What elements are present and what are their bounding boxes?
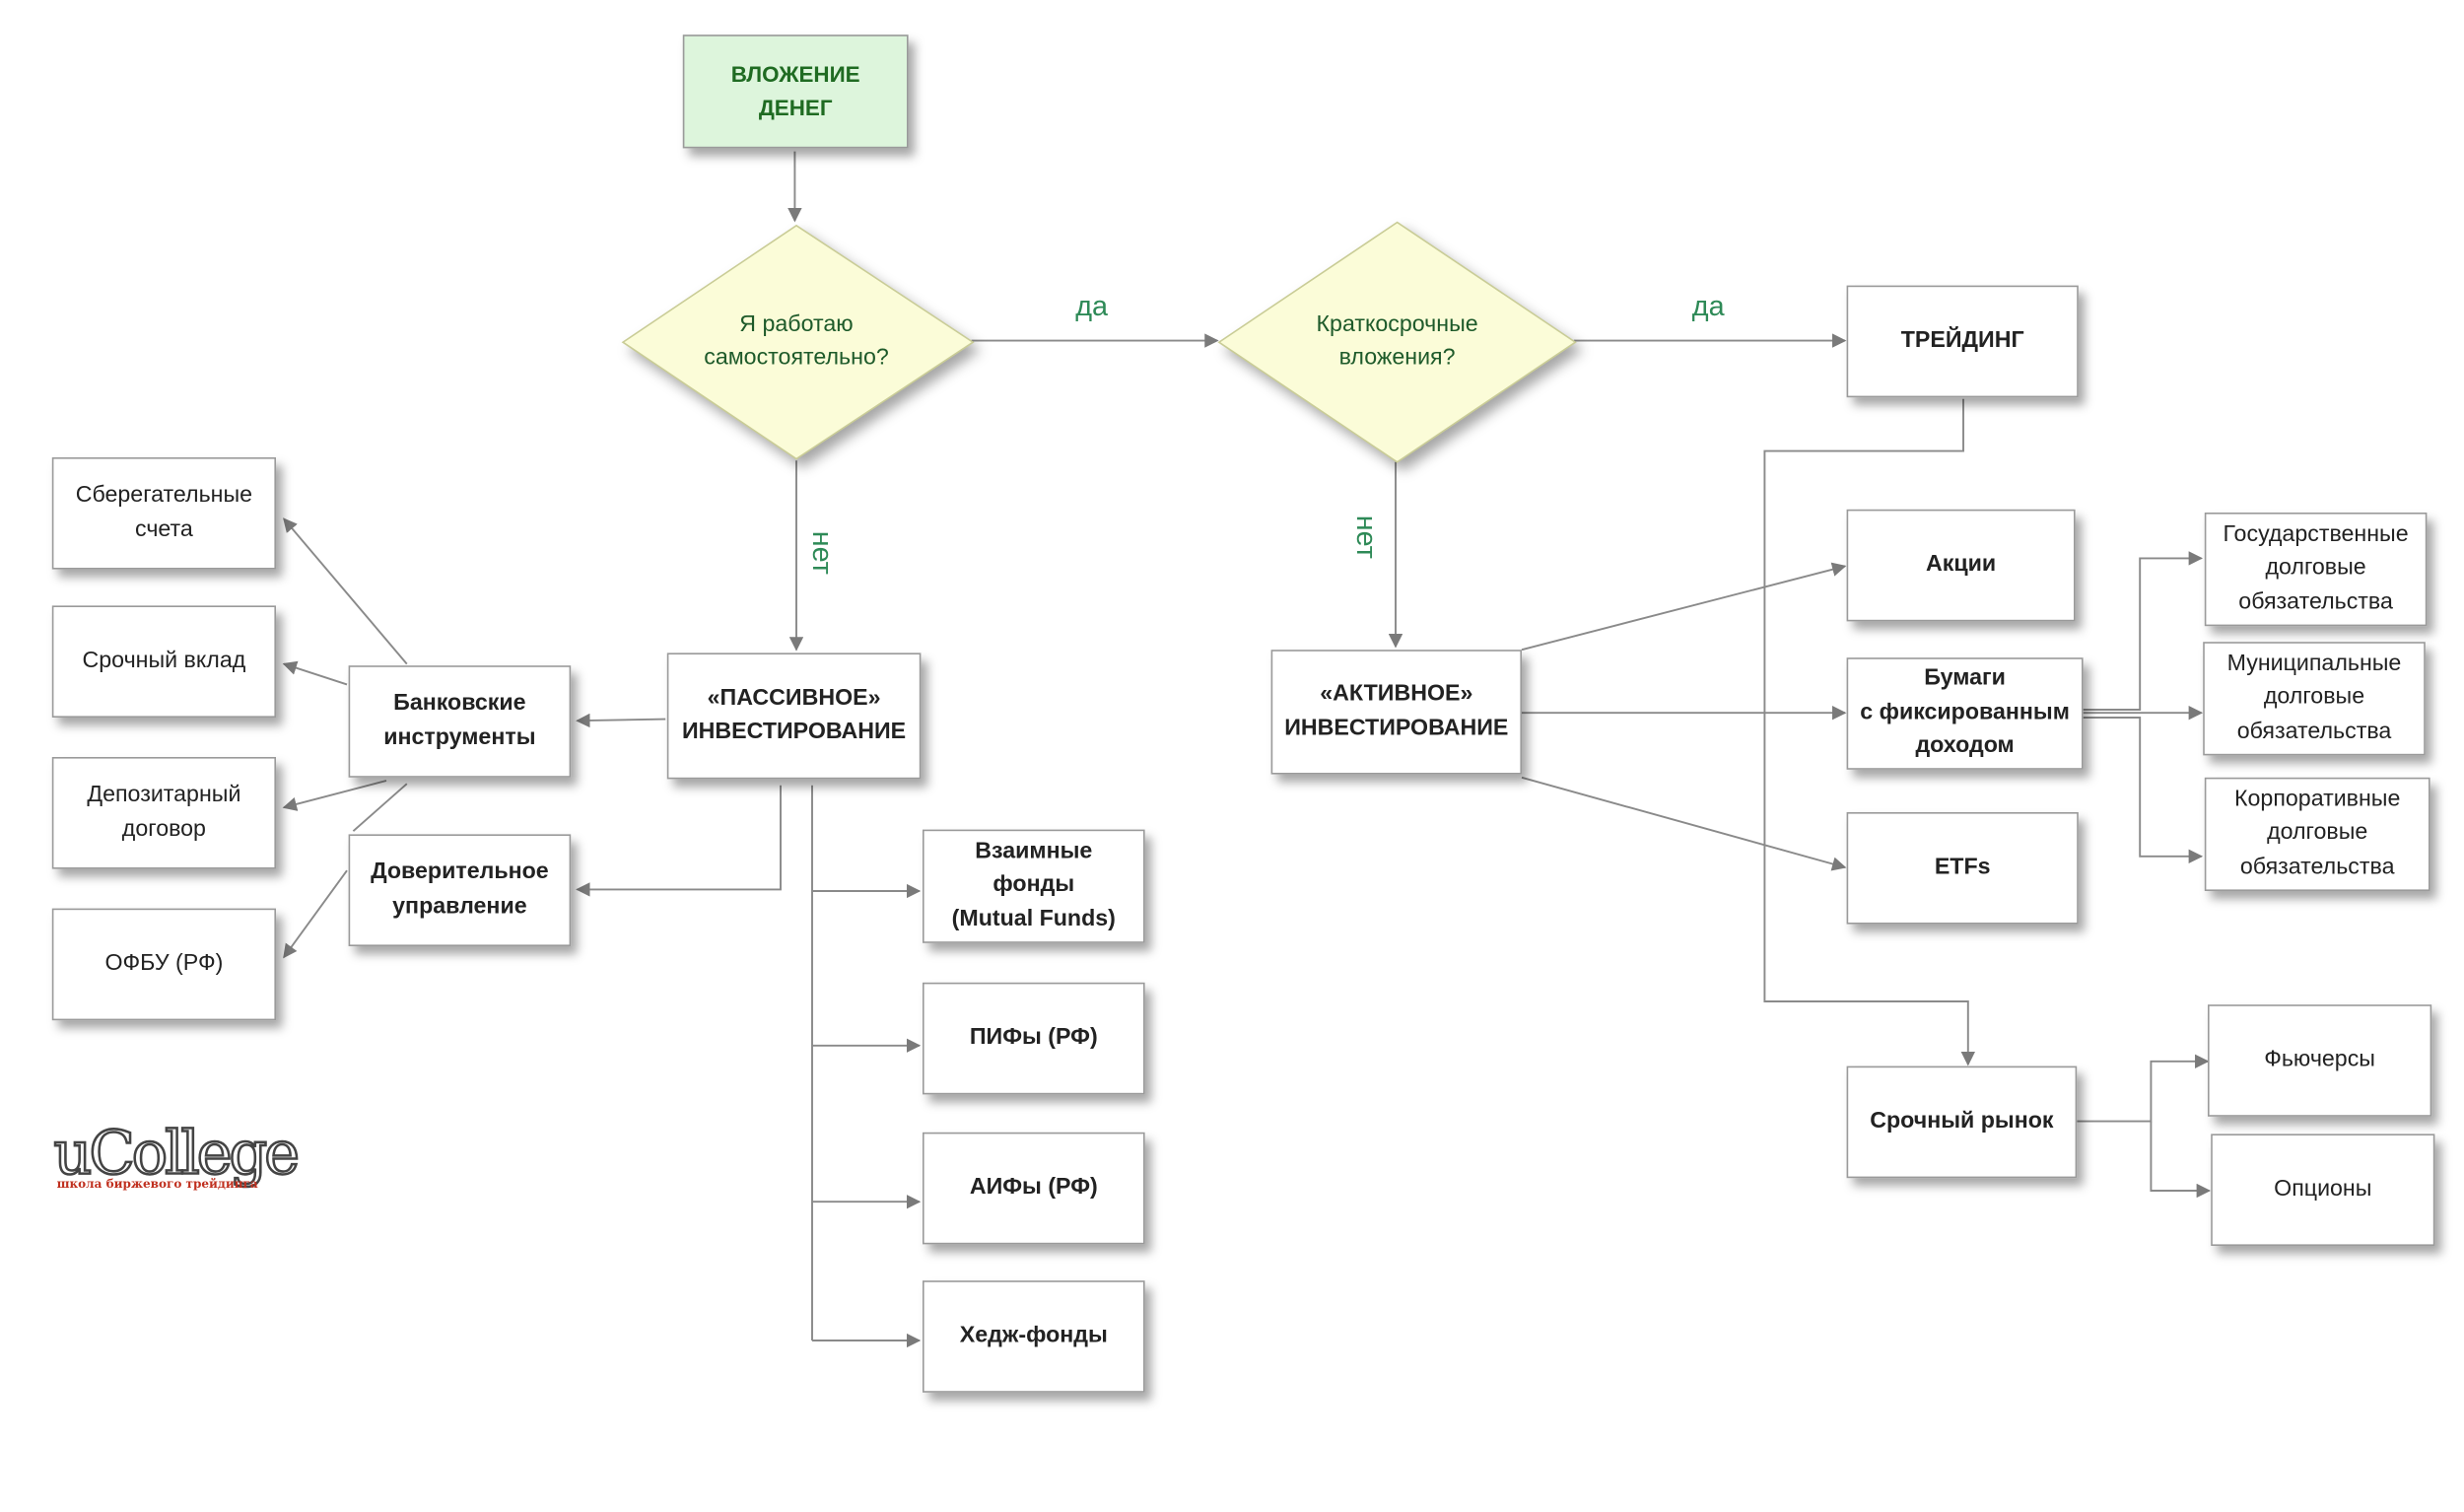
municipal-bonds-node: Муниципальные долговые обязательства: [2203, 642, 2426, 756]
logo-tagline: школа биржевого трейдинга: [56, 1176, 258, 1191]
edge-passive-to-bank: [576, 713, 666, 728]
edge-fixed-to-corp: [2083, 717, 2204, 864]
edge-passive-to-trust: [576, 785, 782, 897]
derivatives-market-node: Срочный рынок: [1846, 1065, 2078, 1179]
corporate-bonds-node: Корпоративные долговые обязательства: [2204, 777, 2430, 891]
edge-deriv-to-options: [2150, 1121, 2212, 1199]
decision-short-shape: [1217, 221, 1577, 463]
futures-node: Фьючерсы: [2208, 1004, 2432, 1117]
edge-trust-to-ofbu: [283, 869, 348, 959]
hedge-funds-node: Хедж-фонды: [923, 1280, 1145, 1393]
bank-instruments-node: Банковские инструменты: [348, 665, 572, 778]
etf-node: ETFs: [1846, 812, 2079, 925]
active-investing-node: «АКТИВНОЕ» ИНВЕСТИРОВАНИЕ: [1270, 650, 1522, 775]
edge-label-no-2: нет: [1350, 515, 1383, 559]
edge-bank-to-depository: [282, 780, 387, 811]
edge-label-yes-2: да: [1691, 290, 1725, 322]
depository-agreement-node: Депозитарный договор: [51, 757, 276, 869]
ucollege-logo: uCollege школа биржевого трейдинга: [52, 1118, 301, 1194]
edge-active-to-etf: [1521, 776, 1847, 871]
edge-fixed-to-gov: [2083, 551, 2204, 711]
edge-active-to-stocks: [1521, 562, 1847, 652]
edge-trading-to-derivatives: [1763, 398, 1976, 1066]
trading-node: ТРЕЙДИНГ: [1846, 285, 2079, 398]
ofbu-node: ОФБУ (РФ): [51, 908, 276, 1021]
decision-shapes: [621, 221, 1577, 463]
logo-wordmark: uCollege: [52, 1118, 301, 1188]
edge-label-no-1: нет: [806, 530, 839, 575]
edge-bank-to-term: [282, 660, 348, 686]
decision-short-label: Краткосрочные вложения?: [1316, 311, 1478, 371]
edge-deriv-to-futures: [2077, 1054, 2210, 1123]
options-node: Опционы: [2211, 1134, 2435, 1246]
decision-self-label: Я работаю самостоятельно?: [704, 311, 889, 371]
decision-self-shape: [621, 224, 975, 460]
fixed-income-node: Бумаги с фиксированным доходом: [1846, 657, 2084, 770]
savings-accounts-node: Сберегательные счета: [51, 457, 276, 570]
start-node: ВЛОЖЕНИЕ ДЕНЕГ: [682, 34, 909, 149]
stocks-node: Акции: [1846, 509, 2076, 622]
edge-label-yes-1: да: [1075, 290, 1109, 322]
passive-investing-node: «ПАССИВНОЕ» ИНВЕСТИРОВАНИЕ: [666, 653, 922, 780]
mutual-funds-node: Взаимные фонды (Mutual Funds): [923, 829, 1145, 943]
aif-node: АИФы (РФ): [923, 1132, 1145, 1245]
edge-bank-to-savings: [283, 517, 408, 665]
trust-management-node: Доверительное управление: [348, 834, 572, 946]
term-deposit-node: Срочный вклад: [51, 605, 276, 718]
government-bonds-node: Государственные долговые обязательства: [2204, 513, 2428, 627]
edge-trust-to-depository: [352, 783, 408, 832]
pif-node: ПИФы (РФ): [923, 982, 1145, 1095]
